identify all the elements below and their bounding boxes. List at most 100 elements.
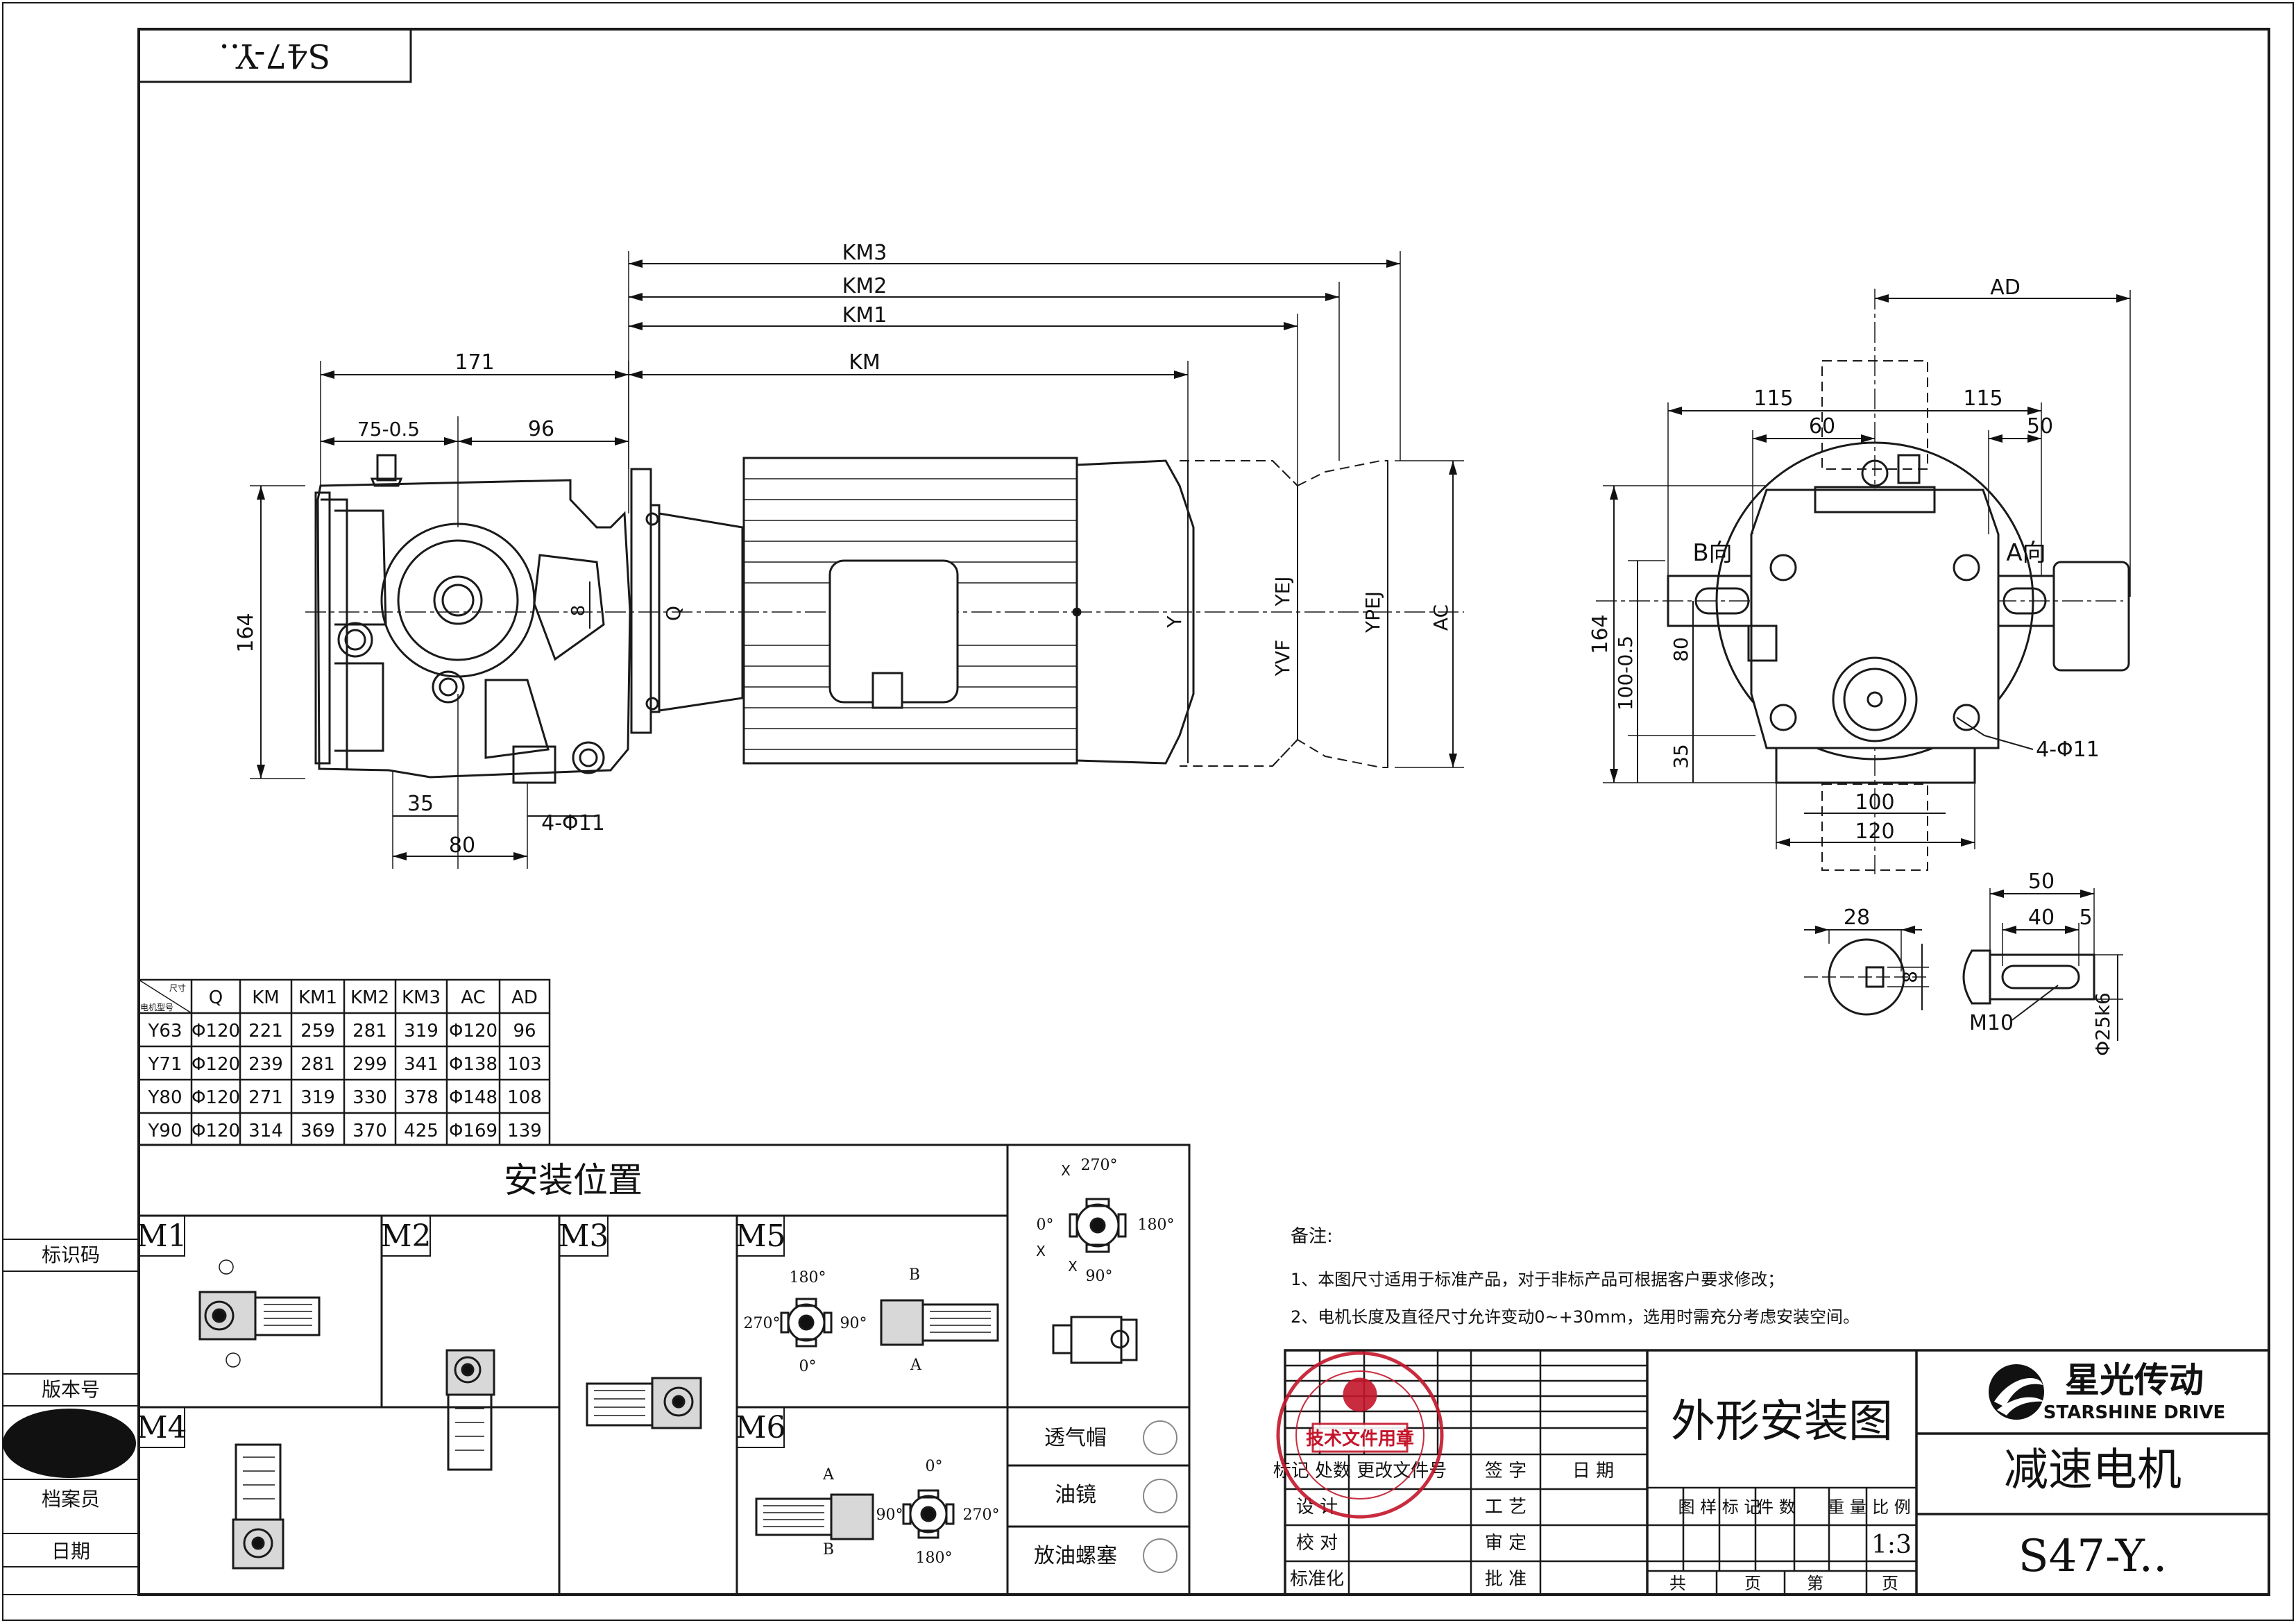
dim-75: 75-0.5 <box>357 418 420 441</box>
dim-171: 171 <box>454 350 494 375</box>
table-cell: 330 <box>352 1087 387 1108</box>
dim-8: 8 <box>568 605 589 617</box>
m5-sketch <box>780 1298 999 1348</box>
m5-label-a: A <box>910 1357 922 1374</box>
mounting-title: 安装位置 <box>504 1160 643 1200</box>
dim-35: 35 <box>407 792 434 816</box>
front-view <box>1596 289 2131 874</box>
table-cell: 319 <box>300 1087 335 1108</box>
black-oval-mark <box>3 1409 136 1478</box>
table-cell: 239 <box>248 1054 283 1075</box>
table-cell: Φ169 <box>449 1121 498 1141</box>
code-box: S47-Y.. <box>137 28 412 83</box>
tb-sign: 签 字 <box>1485 1461 1527 1481</box>
dim-40-shaft: 40 <box>2028 906 2055 930</box>
table-cell: Y90 <box>148 1121 182 1141</box>
legend-breather: 透气帽 <box>1044 1426 1107 1450</box>
dim-80-front: 80 <box>1669 637 1692 662</box>
th-ac: AC <box>461 987 485 1008</box>
dim-shaft-dia: Φ25k6 <box>2091 992 2114 1056</box>
dim-8-shaft: 8 <box>1898 971 1921 983</box>
orient-0: 0° <box>1037 1216 1054 1234</box>
dim-ad: AD <box>1990 275 2021 300</box>
table-cell: Φ120 <box>192 1087 240 1108</box>
label-b-direction: B向 <box>1692 539 1732 567</box>
dim-120-bottom: 120 <box>1855 819 1894 844</box>
table-cell: 139 <box>507 1121 542 1141</box>
brand-logo <box>1989 1364 2044 1420</box>
tab-m6: M6 <box>735 1410 785 1445</box>
m6-label-b: B <box>823 1541 834 1558</box>
th-km2: KM2 <box>350 987 389 1008</box>
dim-96: 96 <box>528 417 554 441</box>
table-corner-top: 尺寸 <box>169 983 186 993</box>
legend-drain-plug: 放油螺塞 <box>1034 1544 1117 1568</box>
notes-line-2: 2、电机长度及直径尺寸允许变动0~+30mm，选用时需充分考虑安装空间。 <box>1291 1307 1860 1327</box>
dim-km: KM <box>849 350 881 375</box>
tab-m3: M3 <box>558 1218 609 1254</box>
table-cell: 281 <box>300 1054 335 1075</box>
m2-sketch <box>445 1349 495 1471</box>
dim-115-left: 115 <box>1753 386 1793 411</box>
dim-ac: AC <box>1429 604 1452 631</box>
dim-y: Y <box>1163 615 1186 629</box>
tab-m4: M4 <box>136 1410 187 1445</box>
dim-35-front: 35 <box>1669 744 1692 769</box>
m3-sketch <box>586 1377 702 1429</box>
sight-glass-icon <box>1143 1479 1177 1513</box>
dim-yvf: YVF <box>1271 640 1294 677</box>
tb-row-label: 标记 处数 更改文件号 <box>1273 1461 1447 1481</box>
legend-sight-glass: 油镜 <box>1055 1483 1096 1507</box>
table-cell: Y63 <box>148 1021 182 1042</box>
dim-50-front: 50 <box>2027 414 2053 439</box>
notes-line-1: 1、本图尺寸适用于标准产品，对于非标产品可根据客户要求修改； <box>1291 1270 1784 1289</box>
tb-design: 设 计 <box>1296 1497 1338 1518</box>
label-date: 日期 <box>51 1540 90 1563</box>
stamp-text: 技术文件用章 <box>1306 1428 1414 1450</box>
table-cell: 108 <box>507 1087 542 1108</box>
tb-check: 校 对 <box>1296 1533 1338 1554</box>
dim-km2: KM2 <box>842 274 887 298</box>
dim-holes-front: 4-Φ11 <box>2036 738 2100 762</box>
table-cell: 341 <box>404 1054 439 1075</box>
label-archivist: 档案员 <box>42 1488 100 1511</box>
dim-100-front: 100-0.5 <box>1614 636 1637 711</box>
m5-label-b: B <box>909 1266 920 1284</box>
table-cell: Φ120 <box>192 1054 240 1075</box>
product-name: 减速电机 <box>2004 1445 2182 1496</box>
technical-stamp <box>1276 1351 1444 1519</box>
dim-50-shaft: 50 <box>2028 869 2055 894</box>
shaft-detail <box>1804 888 2123 1041</box>
table-cell: 370 <box>352 1121 387 1141</box>
table-cell: 96 <box>513 1021 536 1042</box>
brand-cn: 星光传动 <box>2065 1360 2204 1400</box>
m5-angle-0: 0° <box>799 1358 817 1375</box>
table-rows: Y63 Φ120 221 259 281 319 Φ120 96 Y71 Φ12… <box>148 1021 542 1141</box>
tab-m1: M1 <box>136 1218 187 1254</box>
dim-164-front: 164 <box>1588 614 1613 654</box>
th-km: KM <box>252 987 279 1008</box>
brand-en: STARSHINE DRIVE <box>2043 1402 2225 1423</box>
side-view <box>250 251 1464 869</box>
breather-icon <box>1143 1420 1177 1455</box>
label-version: 版本号 <box>42 1378 100 1401</box>
m5-angle-180: 180° <box>790 1269 826 1286</box>
title-block <box>1284 1349 2270 1596</box>
tb-no: 第 <box>1807 1574 1823 1593</box>
table-corner-bottom: 电机型号 <box>140 1003 173 1012</box>
table-cell: 221 <box>248 1021 283 1042</box>
m6-angle-270: 270° <box>963 1506 1000 1524</box>
dim-115-right: 115 <box>1963 386 2002 411</box>
table-cell: 281 <box>352 1021 387 1042</box>
drawing-scale: 1:3 <box>1871 1531 1912 1559</box>
m6-angle-90: 90° <box>876 1506 903 1524</box>
m6-label-a: A <box>822 1466 835 1484</box>
table-cell: 271 <box>248 1087 283 1108</box>
orient-x-top: X <box>1061 1162 1071 1179</box>
drawing-title: 外形安装图 <box>1671 1396 1893 1447</box>
tb-page2: 页 <box>1882 1574 1898 1593</box>
table-cell: Φ138 <box>449 1054 498 1075</box>
dim-60: 60 <box>1809 414 1835 439</box>
table-cell: 314 <box>248 1121 283 1141</box>
tb-date: 日 期 <box>1572 1461 1614 1481</box>
